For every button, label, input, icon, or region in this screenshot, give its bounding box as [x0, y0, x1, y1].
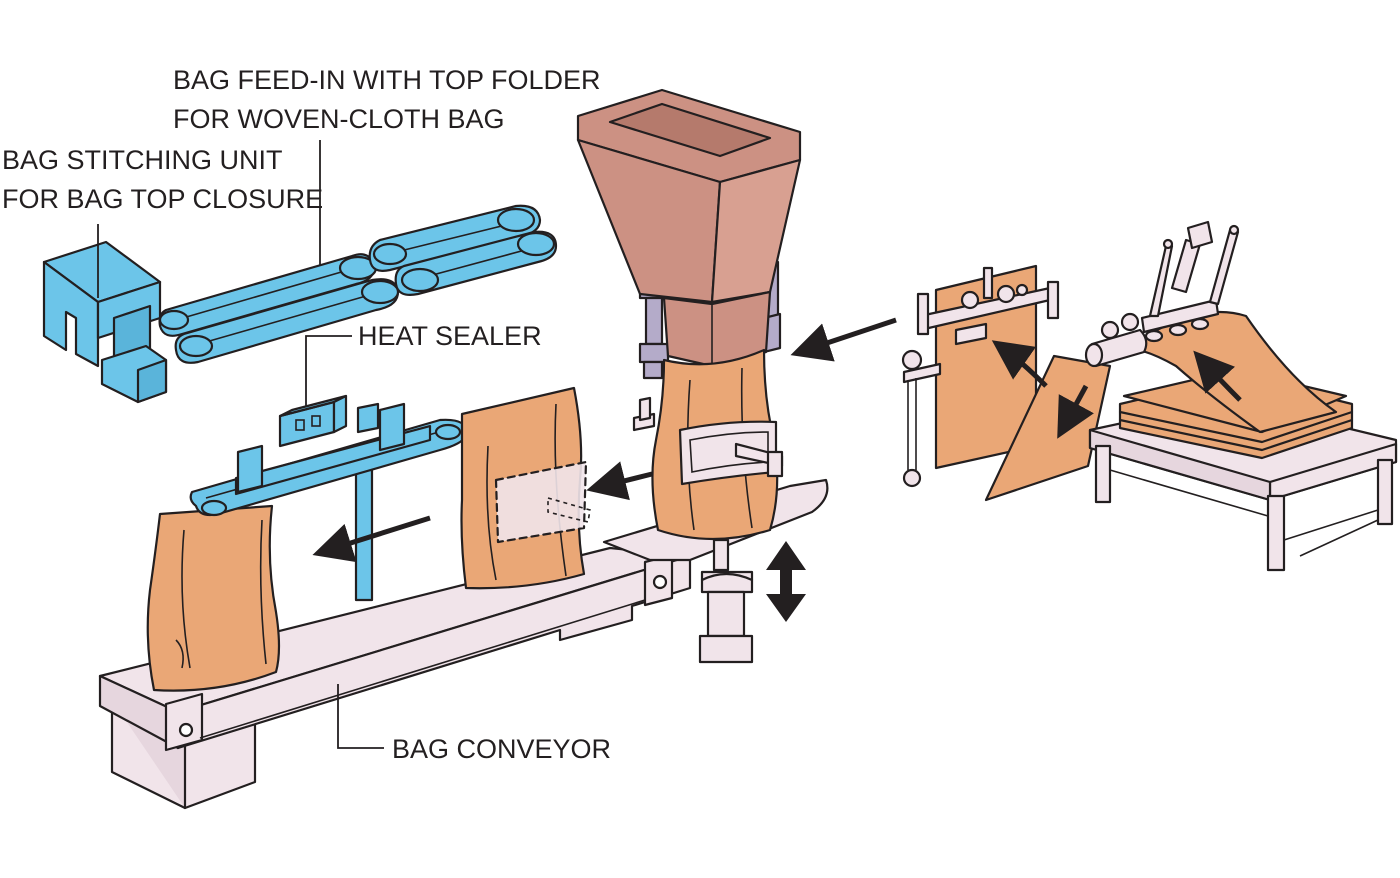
leader-lines	[97, 140, 384, 749]
filling-bag	[632, 348, 784, 541]
label-bag-stitching-line2: FOR BAG TOP CLOSURE	[2, 184, 323, 214]
label-bag-conveyor: BAG CONVEYOR	[392, 734, 611, 764]
flow-arrow-icon	[1057, 384, 1094, 439]
folded-bag	[460, 386, 591, 590]
heat-sealer	[189, 394, 468, 602]
bag-stitching-unit	[42, 204, 558, 404]
flow-arrows	[312, 317, 1242, 563]
up-down-arrow-icon	[766, 541, 806, 622]
label-heat-sealer: HEAT SEALER	[358, 321, 542, 351]
bag-lift-cylinder	[698, 538, 754, 664]
flow-arrow-icon	[1193, 350, 1242, 402]
labels: BAG FEED-IN WITH TOP FOLDER FOR WOVEN-CL…	[2, 65, 611, 764]
label-bag-stitching-line1: BAG STITCHING UNIT	[2, 145, 283, 175]
bag-pickup-arm	[1084, 220, 1240, 368]
label-bag-feed-in-line1: BAG FEED-IN WITH TOP FOLDER	[173, 65, 601, 95]
filling-hopper	[576, 88, 802, 380]
flow-arrow-icon	[312, 515, 431, 563]
bag-opener-station	[901, 264, 1112, 502]
label-bag-feed-in-line2: FOR WOVEN-CLOTH BAG	[173, 104, 505, 134]
flow-arrow-icon	[790, 317, 897, 362]
flow-arrow-icon	[586, 461, 653, 501]
sealed-bag	[146, 504, 281, 692]
flow-arrow-icon	[991, 340, 1048, 388]
